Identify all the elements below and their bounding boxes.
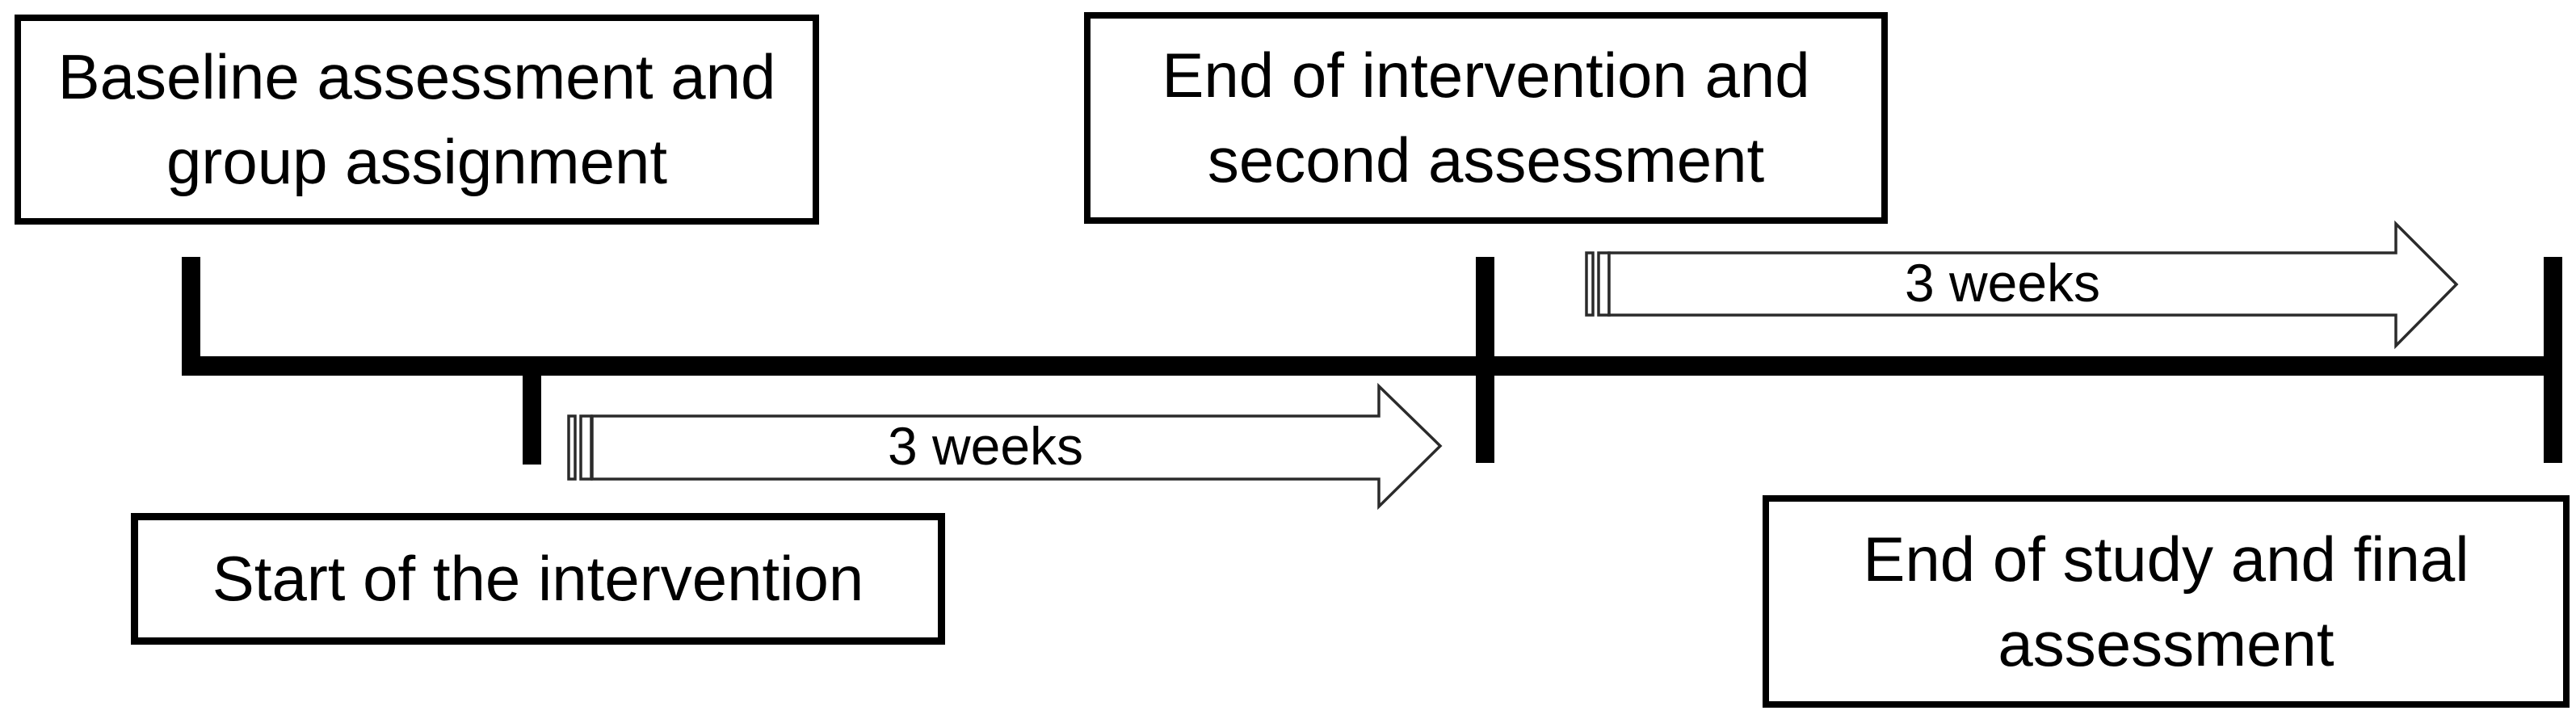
tick-start-intervention — [523, 358, 541, 465]
arrow-1-stripe-small — [567, 414, 577, 481]
box-start-of-intervention-label: Start of the intervention — [212, 543, 864, 615]
box-end-of-study-label: End of study and final assessment — [1863, 523, 2469, 679]
box-baseline-assessment: Baseline assessment and group assignment — [15, 15, 819, 225]
tick-end-study — [2544, 257, 2562, 463]
arrow-1-body — [590, 382, 1443, 511]
box-start-of-intervention: Start of the intervention — [131, 513, 945, 645]
box-end-of-study: End of study and final assessment — [1763, 495, 2570, 708]
timeline-bar — [182, 356, 2562, 376]
box-end-of-intervention-label: End of intervention and second assessmen… — [1162, 40, 1810, 196]
tick-baseline — [182, 257, 200, 376]
box-end-of-intervention: End of intervention and second assessmen… — [1084, 12, 1888, 224]
arrow-1-stripe-large — [579, 414, 593, 481]
arrow-2-stripe-small — [1585, 251, 1595, 317]
box-baseline-assessment-label: Baseline assessment and group assignment — [57, 41, 776, 197]
three-weeks-arrow-2 — [1585, 220, 2459, 350]
arrow-2-stripe-large — [1597, 251, 1611, 317]
arrow-2-body — [1607, 220, 2459, 350]
three-weeks-arrow-1 — [567, 382, 1443, 511]
tick-end-intervention — [1476, 257, 1494, 463]
